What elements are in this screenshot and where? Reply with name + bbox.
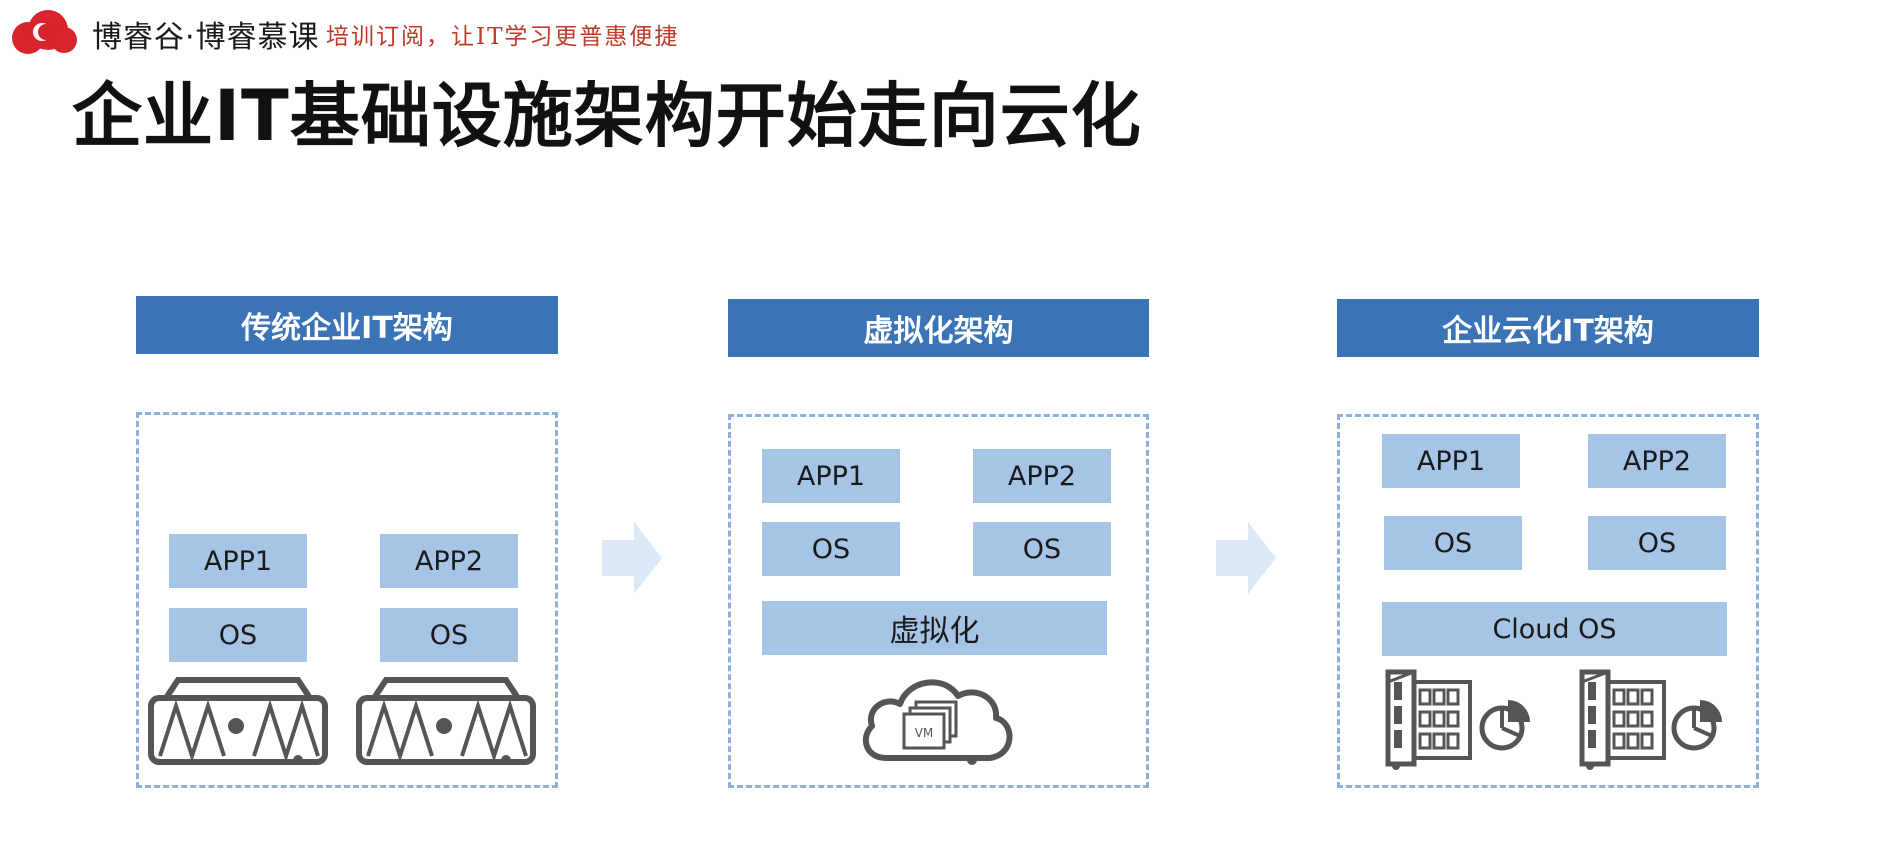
app2-block: APP2 (973, 449, 1111, 503)
app1-block: APP1 (762, 449, 900, 503)
app2-block: APP2 (1588, 434, 1726, 488)
header-virtual: 虚拟化架构 (728, 299, 1149, 357)
server-icon (148, 677, 328, 765)
arrow-right-icon (1216, 522, 1276, 594)
server-rack-icon (1579, 669, 1666, 770)
os1-block: OS (762, 522, 900, 576)
slogan: 培训订阅，让IT学习更普惠便捷 (326, 24, 680, 50)
cloud-logo-icon (12, 10, 77, 54)
frame-virtual (728, 414, 1149, 788)
pie-chart-icon (1479, 700, 1530, 751)
app1-block: APP1 (169, 534, 307, 588)
app2-block: APP2 (380, 534, 518, 588)
frame-cloud (1337, 414, 1759, 788)
brand-name: 博睿谷·博睿慕课 (92, 20, 320, 55)
server-icon (356, 677, 536, 765)
server-rack-icon (1385, 669, 1472, 770)
os2-block: OS (1588, 516, 1726, 570)
os1-block: OS (169, 608, 307, 662)
arrow-right-icon (602, 522, 662, 594)
header-traditional: 传统企业IT架构 (136, 296, 558, 354)
os2-block: OS (380, 608, 518, 662)
cloud-os-layer: Cloud OS (1382, 602, 1727, 656)
os1-block: OS (1384, 516, 1522, 570)
vm-label: VM (915, 726, 934, 740)
cloud-icon: VM (862, 679, 1013, 765)
page-title: 企业IT基础设施架构开始走向云化 (72, 75, 1142, 157)
os2-block: OS (973, 522, 1111, 576)
pie-chart-icon (1671, 700, 1722, 751)
frame-traditional (136, 412, 558, 788)
header-cloud: 企业云化IT架构 (1337, 299, 1759, 357)
app1-block: APP1 (1382, 434, 1520, 488)
virtualization-layer: 虚拟化 (762, 601, 1107, 655)
